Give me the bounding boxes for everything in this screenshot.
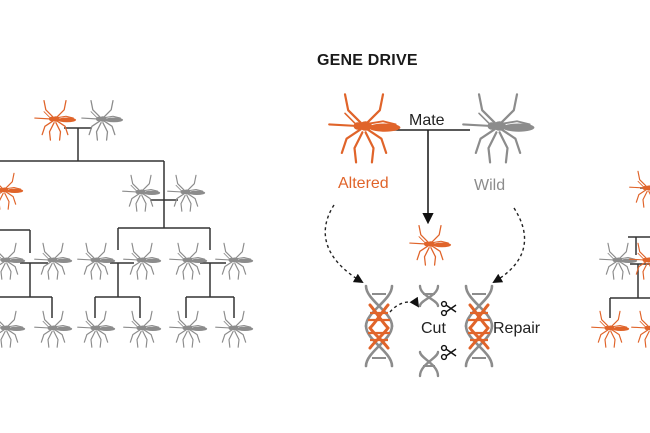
diagram-title: GENE DRIVE bbox=[317, 52, 418, 69]
mosquito-icon bbox=[462, 93, 536, 164]
mosquito-icon bbox=[81, 100, 124, 141]
left-tree-mosquitoes bbox=[0, 100, 254, 348]
cut-label: Cut bbox=[421, 320, 446, 337]
mosquito-icon bbox=[215, 242, 254, 280]
wild-label: Wild bbox=[474, 177, 506, 194]
mosquito-icon bbox=[409, 225, 452, 266]
mosquito-icon bbox=[328, 93, 402, 164]
dna-repair bbox=[464, 284, 494, 368]
right-tree-mosquitoes bbox=[591, 170, 650, 348]
mosquito-icon bbox=[123, 242, 162, 280]
dna-icon bbox=[418, 284, 440, 378]
scissors-icon bbox=[440, 344, 457, 361]
mosquito-icon bbox=[0, 310, 26, 348]
dna-icon bbox=[364, 284, 394, 368]
scissors-icon bbox=[440, 300, 457, 317]
mosquito-icon bbox=[167, 174, 206, 212]
mosquito-icon bbox=[122, 174, 161, 212]
mosquito-icon bbox=[34, 242, 73, 280]
mosquito-icon bbox=[169, 242, 208, 280]
mosquito-icon bbox=[631, 310, 650, 348]
mosquito-icon bbox=[77, 310, 116, 348]
mosquito-icon bbox=[169, 310, 208, 348]
altered-label: Altered bbox=[338, 175, 389, 192]
dashed-arrows bbox=[324, 204, 526, 313]
mosquito-icon bbox=[599, 242, 638, 280]
mosquito-icon bbox=[629, 170, 650, 208]
mosquito-icon bbox=[34, 100, 77, 141]
left-inheritance-tree bbox=[0, 127, 235, 318]
mosquito-icon bbox=[77, 242, 116, 280]
mate-label: Mate bbox=[409, 112, 445, 129]
mate-connector bbox=[382, 129, 470, 225]
repair-label: Repair bbox=[493, 320, 541, 337]
dna-icon bbox=[464, 284, 494, 368]
mosquito-icon bbox=[0, 172, 24, 210]
dna-cut bbox=[418, 284, 457, 378]
mosquito-icon bbox=[123, 310, 162, 348]
mosquito-icon bbox=[0, 242, 26, 280]
dna-altered bbox=[364, 284, 394, 368]
mosquito-icon bbox=[34, 310, 73, 348]
